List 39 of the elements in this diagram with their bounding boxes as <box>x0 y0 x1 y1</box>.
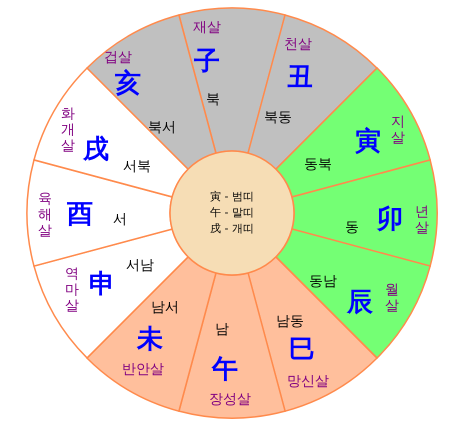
zodiac-note: 戌 - 개띠 <box>210 222 254 236</box>
spirit-name-label: 망신살 <box>286 374 329 390</box>
spirit-name-label: 천살 <box>284 37 312 53</box>
spirit-name-label: 년살 <box>414 204 429 236</box>
direction-label: 남동 <box>276 314 304 330</box>
earthly-branch-label: 巳 <box>288 336 315 364</box>
earthly-branch-label: 丑 <box>286 64 313 92</box>
earthly-branch-label: 亥 <box>114 70 141 98</box>
spirit-name-label: 육해살 <box>38 190 52 240</box>
direction-label: 남서 <box>150 300 179 316</box>
earthly-branch-label: 申 <box>88 270 115 300</box>
earthly-branch-label: 子 <box>194 48 220 76</box>
earthly-branch-label: 午 <box>212 356 238 384</box>
earthly-branch-label: 寅 <box>354 128 381 156</box>
earthly-branch-label: 卯 <box>376 206 403 234</box>
zodiac-note: 午 - 말띠 <box>210 206 254 220</box>
spirit-name-label: 겁살 <box>104 50 132 66</box>
earthly-branch-label: 戌 <box>82 136 109 164</box>
direction-label: 서북 <box>122 159 151 175</box>
spirit-name-label: 화개살 <box>60 106 75 154</box>
zodiac-note: 寅 - 범띠 <box>210 190 254 204</box>
direction-label: 동남 <box>308 274 337 290</box>
earthly-branch-label: 未 <box>136 326 163 354</box>
spirit-name-label: 지살 <box>390 114 405 146</box>
spirit-name-label: 반안살 <box>122 362 164 378</box>
direction-label: 서남 <box>126 258 154 274</box>
spirit-name-label: 재살 <box>192 20 221 36</box>
direction-label: 북동 <box>264 110 292 126</box>
earthly-branch-label: 辰 <box>346 288 373 318</box>
direction-label: 북 <box>206 92 220 108</box>
direction-label: 서 <box>113 212 127 228</box>
direction-label: 남 <box>214 322 229 338</box>
direction-label: 동북 <box>304 157 332 173</box>
direction-label: 동 <box>344 220 359 236</box>
spirit-name-label: 장성살 <box>208 392 251 408</box>
spirit-name-label: 역마살 <box>64 266 79 314</box>
spirit-name-label: 월살 <box>384 282 399 314</box>
direction-label: 북서 <box>148 120 176 136</box>
earthly-branch-label: 酉 <box>67 200 93 230</box>
